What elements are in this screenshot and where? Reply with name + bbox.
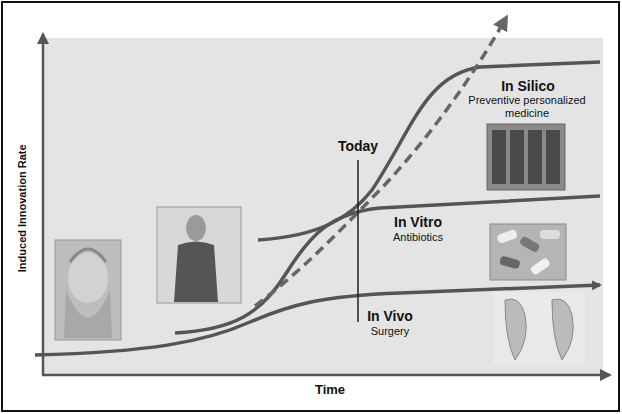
in-silico-curve — [258, 62, 600, 240]
axis-title: Time — [315, 383, 345, 398]
today-line — [357, 160, 359, 322]
region-title: In Vitro — [394, 214, 442, 230]
outer-frame — [2, 2, 619, 411]
region-title: In Silico — [501, 78, 555, 94]
pills-photo — [490, 224, 566, 280]
leonardo-portrait — [55, 240, 121, 340]
curie-portrait — [157, 207, 241, 303]
region-title: In Vivo — [367, 308, 413, 324]
region-subtitle: Surgery — [371, 325, 410, 338]
y-axis — [42, 34, 45, 375]
axis-title: Induced Innovation Rate — [16, 144, 29, 272]
anatomy-drawing — [493, 292, 585, 364]
in-vitro-curve — [175, 196, 600, 333]
plot-ground — [43, 38, 603, 374]
region-subtitle: Preventive personalized medicine — [457, 94, 597, 119]
in-vivo-curve — [35, 285, 600, 355]
dashed-trend-arrow — [255, 18, 506, 306]
region-subtitle: Antibiotics — [393, 231, 443, 244]
supercomputer-photo — [487, 124, 565, 190]
x-axis — [42, 374, 610, 377]
marker-label: Today — [338, 138, 378, 154]
